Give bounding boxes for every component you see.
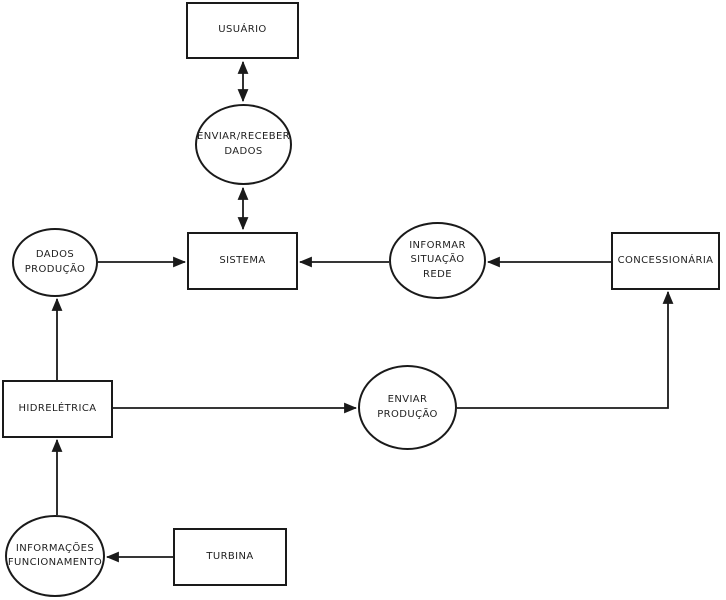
process-enviar-receber-dados: ENVIAR/RECEBER DADOS [195,104,292,185]
process-enviar-producao: ENVIAR PRODUÇÃO [358,365,457,450]
entity-concessionaria: CONCESSIONÁRIA [611,232,720,290]
entity-hidreletrica-label: HIDRELÉTRICA [18,402,97,414]
process-dados-producao: DADOS PRODUÇÃO [12,228,98,297]
entity-turbina-label: TURBINA [206,550,254,562]
process-informar-situacao-rede: INFORMAR SITUAÇÃO REDE [389,222,486,299]
entity-concessionaria-label: CONCESSIONÁRIA [617,254,714,266]
entity-sistema: SISTEMA [187,232,298,290]
process-dados-producao-label: DADOS PRODUÇÃO [24,249,86,275]
process-enviar-producao-label: ENVIAR PRODUÇÃO [377,394,438,420]
entity-usuario: USUÁRIO [186,2,299,59]
entity-sistema-label: SISTEMA [219,254,266,266]
entity-usuario-label: USUÁRIO [218,24,267,36]
process-informacoes-funcionamento: INFORMAÇÕES FUNCIONAMENTO [5,515,105,597]
entity-turbina: TURBINA [173,528,287,586]
entity-hidreletrica: HIDRELÉTRICA [2,380,113,438]
process-enviar-receber-dados-label: ENVIAR/RECEBER DADOS [196,131,291,157]
process-informar-situacao-rede-label: INFORMAR SITUAÇÃO REDE [409,239,466,280]
edge-enviar-producao-concessionaria [457,290,674,409]
process-informacoes-funcionamento-label: INFORMAÇÕES FUNCIONAMENTO [7,542,103,569]
